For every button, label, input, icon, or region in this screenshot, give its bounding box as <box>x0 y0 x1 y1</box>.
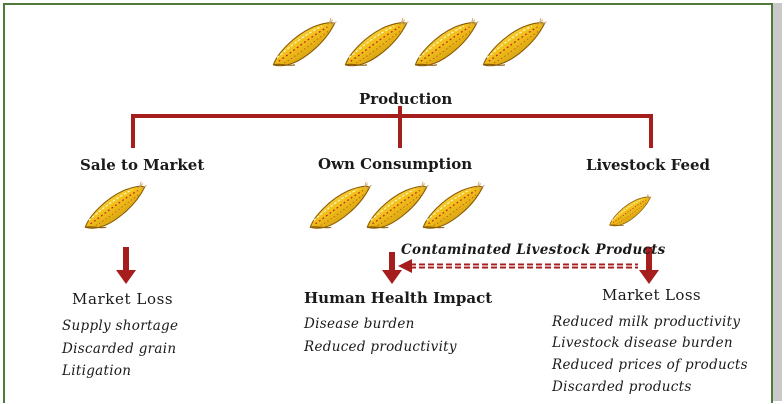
outcome-item: Livestock disease burden <box>552 335 733 351</box>
outcome-item: Reduced milk productivity <box>552 314 741 330</box>
down-arrow-icon <box>382 252 402 284</box>
livestock-feed-label: Livestock Feed <box>586 156 711 174</box>
maize-cob-icon <box>609 194 653 227</box>
maize-cob-icon <box>414 17 480 67</box>
contaminated-products-label: Contaminated Livestock Products <box>401 242 666 258</box>
maize-cob-icon <box>482 17 548 67</box>
outcome-item: Discarded products <box>552 379 692 395</box>
branch-connector <box>131 106 653 148</box>
outcome-item: Reduced prices of products <box>552 357 748 373</box>
scroll-edge <box>773 3 782 401</box>
down-arrow-icon <box>639 247 659 284</box>
contamination-arrow <box>398 259 638 273</box>
maize-cob-icon <box>84 181 148 229</box>
outcome-item: Discarded grain <box>62 341 177 357</box>
sale-to-market-label: Sale to Market <box>80 156 205 174</box>
outcome-item: Supply shortage <box>62 318 179 334</box>
maize-cob-icon <box>309 181 373 229</box>
outcome-item: Reduced productivity <box>304 339 457 355</box>
maize-cob-icon <box>422 181 486 229</box>
maize-cob-icon <box>344 17 410 67</box>
outcome-item: Disease burden <box>304 316 415 332</box>
outcome-item: Litigation <box>62 363 132 379</box>
maize-cob-icon <box>272 17 338 67</box>
maize-cob-icon <box>366 181 430 229</box>
market-loss-title: Market Loss <box>72 290 174 308</box>
own-consumption-label: Own Consumption <box>318 155 473 173</box>
down-arrow-icon <box>116 247 136 284</box>
human-health-impact-title: Human Health Impact <box>304 289 493 307</box>
production-label: Production <box>359 90 453 108</box>
diagram-border <box>3 3 773 403</box>
market-loss-title: Market Loss <box>602 286 702 304</box>
